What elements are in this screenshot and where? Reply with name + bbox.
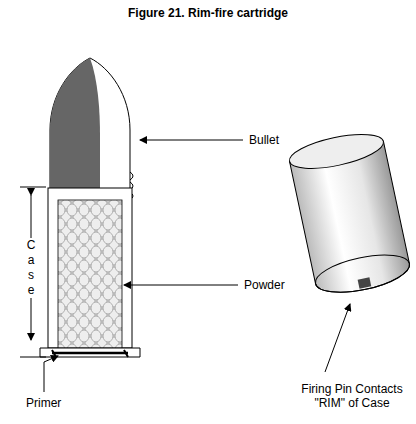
case xyxy=(40,188,140,357)
figure-title: Figure 21. Rim-fire cartridge xyxy=(0,6,416,20)
dimension-line xyxy=(20,187,46,357)
part-label: Powder xyxy=(244,278,285,292)
dimension-label: Case xyxy=(25,238,37,298)
part-label: Bullet xyxy=(249,133,279,147)
callout-note: Firing Pin Contacts "RIM" of Case xyxy=(290,382,414,410)
part-label: Primer xyxy=(26,396,61,410)
rim-cylinder xyxy=(287,128,413,300)
bullet xyxy=(50,58,133,200)
